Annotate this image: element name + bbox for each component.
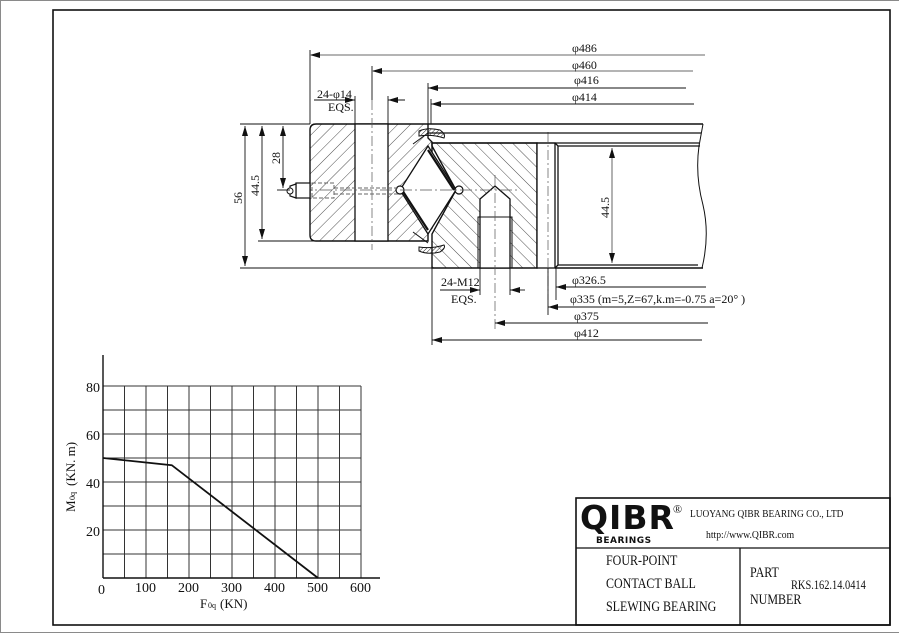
dim-414: φ414 — [572, 90, 597, 104]
x-tick-500: 500 — [307, 581, 328, 596]
dim-inner-height-44-5: 44.5 — [598, 197, 612, 218]
svg-text:(KN): (KN) — [220, 596, 247, 611]
x-tick-200: 200 — [178, 581, 199, 596]
load-chart: 80 60 40 20 0 100 200 300 400 500 600 F … — [63, 355, 380, 611]
dim-height-56: 56 — [231, 192, 245, 204]
company-website: http://www.QIBR.com — [706, 529, 795, 541]
dim-412: φ412 — [574, 326, 599, 340]
dim-326-5: φ326.5 — [572, 273, 606, 287]
dim-460: φ460 — [572, 58, 597, 72]
y-tick-60: 60 — [86, 429, 100, 444]
x-tick-400: 400 — [264, 581, 285, 596]
dim-height-28: 28 — [269, 152, 283, 164]
logo-registered-mark: ® — [673, 502, 683, 516]
dim-416: φ416 — [574, 73, 599, 87]
dim-375: φ375 — [574, 309, 599, 323]
svg-text:M: M — [63, 500, 78, 512]
company-name: LUOYANG QIBR BEARING CO., LTD — [690, 508, 844, 520]
y-tick-20: 20 — [86, 525, 100, 540]
dim-486: φ486 — [572, 41, 597, 55]
dim-height-44-5: 44.5 — [248, 175, 262, 196]
x-tick-600: 600 — [350, 581, 371, 596]
dimension-labels: φ486 φ460 φ416 φ414 24-φ14 EQS. 24-M12 E… — [231, 41, 745, 340]
svg-text:(KN. m): (KN. m) — [63, 442, 78, 486]
y-tick-80: 80 — [86, 381, 100, 396]
x-tick-100: 100 — [135, 581, 156, 596]
dimension-lines — [240, 50, 715, 345]
svg-text:F: F — [200, 596, 207, 611]
part-label-line-2: NUMBER — [750, 592, 802, 608]
drawing-frame — [52, 9, 891, 626]
mount-hole-inner-count: 24-M12 — [441, 275, 480, 289]
part-label-line-1: PART — [750, 565, 779, 581]
product-name-line-2: CONTACT BALL — [606, 576, 696, 592]
svg-text:0q: 0q — [208, 601, 216, 610]
bearing-cross-section — [280, 100, 707, 330]
y-tick-40: 40 — [86, 477, 100, 492]
dim-335-gear: φ335 (m=5,Z=67,k.m=-0.75 a=20° ) — [570, 292, 745, 306]
product-name-line-1: FOUR-POINT — [606, 553, 678, 569]
company-logo: QIBR — [580, 498, 675, 537]
logo-subtitle: BEARINGS — [596, 536, 652, 546]
chart-x-label: F 0q (KN) — [200, 596, 247, 611]
mount-hole-outer-eqs: EQS. — [328, 100, 354, 114]
mount-hole-inner-eqs: EQS. — [451, 292, 477, 306]
mount-hole-outer-count: 24-φ14 — [317, 87, 352, 101]
chart-y-label: M 0q (KN. m) — [63, 442, 78, 512]
x-tick-0: 0 — [98, 583, 105, 598]
title-block — [575, 497, 891, 626]
svg-text:0q: 0q — [68, 492, 77, 500]
part-number: RKS.162.14.0414 — [791, 577, 866, 592]
chart-load-curve — [102, 457, 319, 579]
x-tick-300: 300 — [221, 581, 242, 596]
product-name-line-3: SLEWING BEARING — [606, 599, 717, 615]
